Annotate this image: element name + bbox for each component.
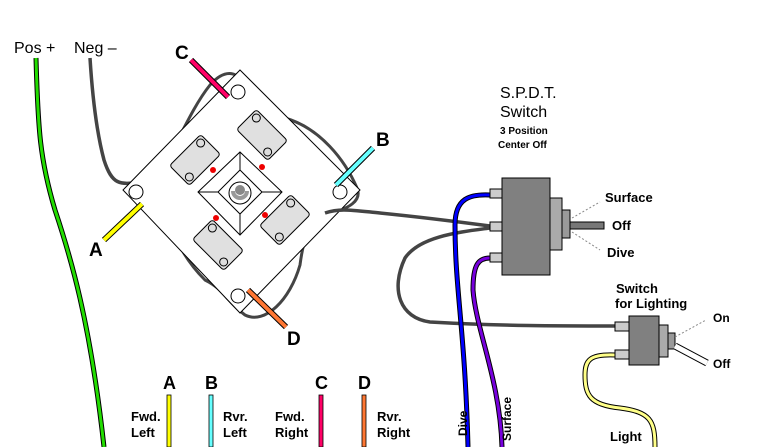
legend-letter-a: A — [163, 373, 176, 393]
common-wire-light — [396, 226, 616, 328]
light-wire — [583, 353, 657, 447]
pos-label: Pos + — [14, 40, 55, 57]
wire-c — [188, 57, 231, 100]
spdt-subtitle-1: 3 Position — [500, 126, 548, 137]
wire-a-label: A — [89, 240, 103, 261]
dive-wire-label: Dive — [456, 410, 470, 436]
microswitch-top — [237, 110, 287, 160]
mount-hole-top — [230, 84, 246, 100]
spdt-position-surface: Surface — [605, 190, 653, 205]
microswitch-bottom — [193, 220, 243, 270]
microswitch-right — [260, 195, 310, 245]
light-switch-title-2: for Lighting — [615, 296, 687, 311]
legend-text-c-1: Fwd. — [275, 409, 305, 424]
legend-bar-d — [361, 394, 367, 447]
light-switch[interactable] — [614, 315, 709, 367]
spdt-lever[interactable] — [569, 221, 605, 230]
microswitch-left — [170, 135, 220, 185]
spdt-title-2: Switch — [500, 104, 547, 121]
light-position-on: On — [713, 311, 730, 325]
surface-wire-label: Surface — [500, 397, 514, 441]
legend-text-a-2: Left — [131, 425, 156, 440]
dive-wire — [453, 193, 491, 447]
common-wire-joystick — [324, 208, 491, 228]
legend-letter-d: D — [358, 373, 371, 393]
legend-text-b-2: Left — [223, 425, 248, 440]
mount-hole-left — [128, 184, 144, 200]
legend-bar-c — [318, 394, 324, 447]
legend-text-a-1: Fwd. — [131, 409, 161, 424]
legend-text-d-2: Right — [377, 425, 411, 440]
joystick-assembly — [122, 69, 361, 319]
spdt-switch[interactable] — [489, 177, 605, 276]
legend-bar-b — [208, 394, 214, 447]
spdt-subtitle-2: Center Off — [498, 140, 548, 151]
light-position-off: Off — [713, 357, 731, 371]
legend-text-b-1: Rvr. — [223, 409, 248, 424]
legend-text-c-2: Right — [275, 425, 309, 440]
legend-letter-c: C — [315, 373, 328, 393]
mount-hole-bottom — [230, 288, 246, 304]
light-wire-label: Light — [610, 429, 642, 444]
wire-d — [245, 287, 289, 330]
neg-label: Neg – — [74, 40, 117, 57]
pos-wire — [33, 57, 107, 447]
legend-bar-a — [166, 394, 172, 447]
light-switch-title-1: Switch — [616, 281, 658, 296]
legend-text-d-1: Rvr. — [377, 409, 402, 424]
wire-d-label: D — [287, 329, 301, 350]
wire-c-label: C — [175, 43, 189, 64]
legend-letter-b: B — [205, 373, 218, 393]
wire-a — [101, 201, 145, 243]
light-lever[interactable] — [673, 343, 709, 366]
spdt-title-1: S.P.D.T. — [500, 85, 557, 102]
wire-b-label: B — [376, 130, 390, 151]
spdt-position-dive: Dive — [607, 245, 634, 260]
mount-hole-right — [332, 184, 348, 200]
wire-b — [333, 145, 376, 188]
spdt-position-off: Off — [612, 218, 631, 233]
surface-wire — [471, 256, 504, 447]
